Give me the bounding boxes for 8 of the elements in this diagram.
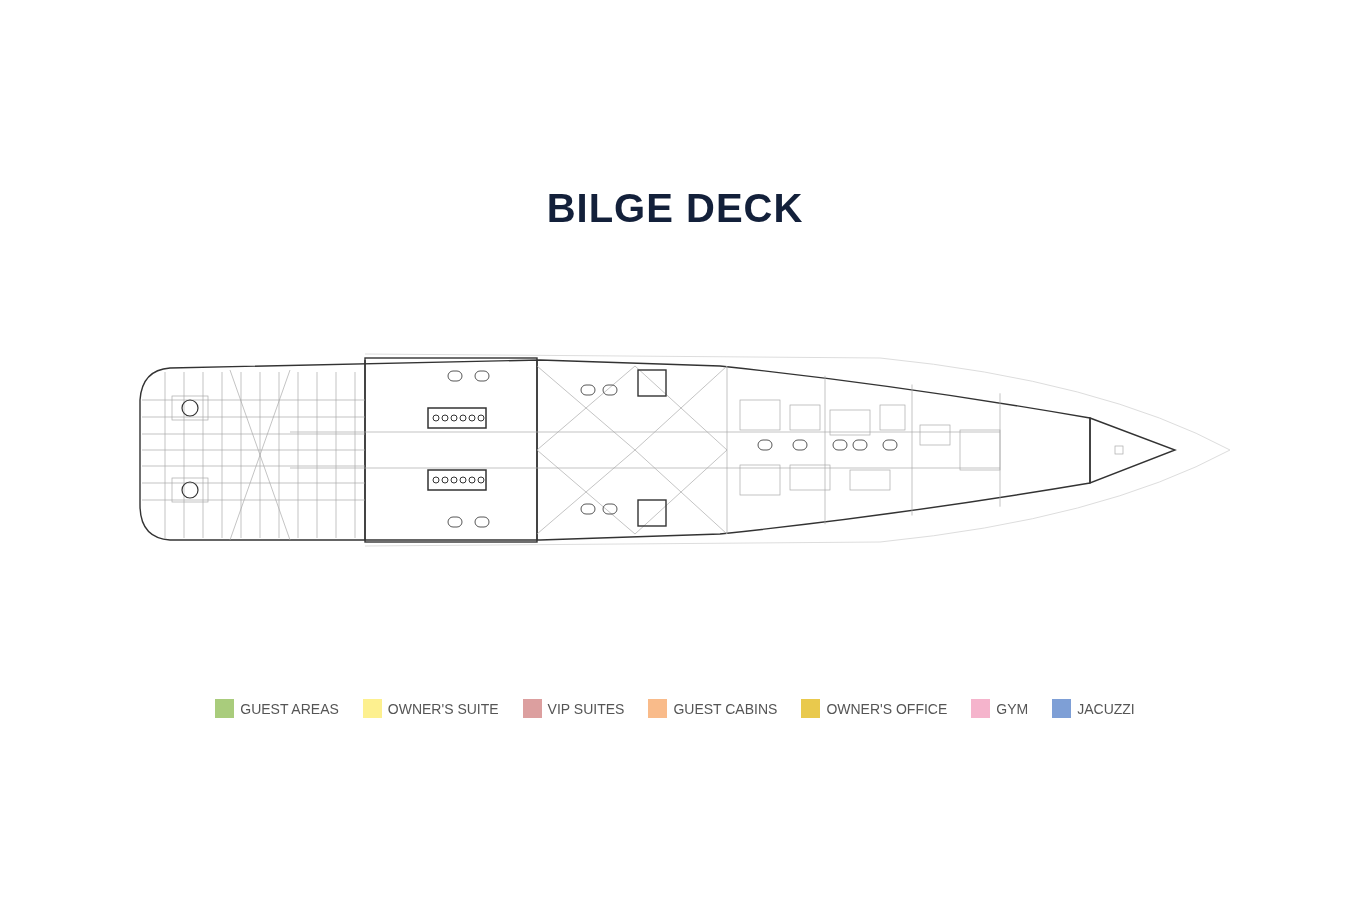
- legend-label: OWNER'S SUITE: [387, 700, 499, 717]
- plan-title: BILGE DECK: [546, 186, 804, 231]
- legend-label: GUEST CABINS: [673, 700, 778, 717]
- legend-label: JACUZZI: [1077, 700, 1135, 717]
- legend-label: GUEST AREAS: [240, 700, 339, 717]
- legend-label: GYM: [996, 700, 1029, 717]
- legend-label: OWNER'S OFFICE: [826, 700, 948, 717]
- legend-label: VIP SUITES: [547, 700, 625, 717]
